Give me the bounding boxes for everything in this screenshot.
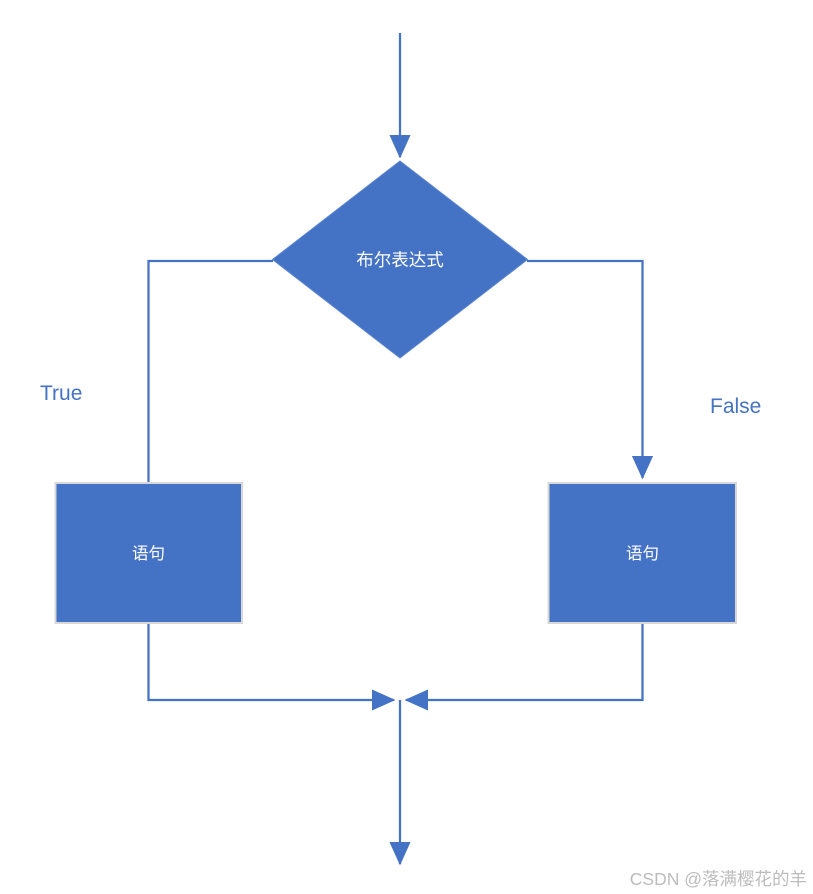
false-branch-connector (527, 259, 654, 480)
true-edge-label: True (40, 382, 82, 405)
true-merge-connector (147, 623, 396, 711)
true-process-label: 语句 (132, 544, 165, 563)
watermark: CSDN @落满樱花的羊 (630, 869, 807, 889)
false-process-label: 语句 (626, 544, 659, 563)
true-process-box (54, 482, 243, 624)
true-branch-connector (147, 259, 273, 482)
decision-diamond (271, 160, 529, 359)
false-process-box (547, 482, 737, 624)
false-edge-label: False (710, 395, 761, 418)
false-merge-connector (404, 623, 644, 711)
decision-label: 布尔表达式 (356, 250, 444, 270)
